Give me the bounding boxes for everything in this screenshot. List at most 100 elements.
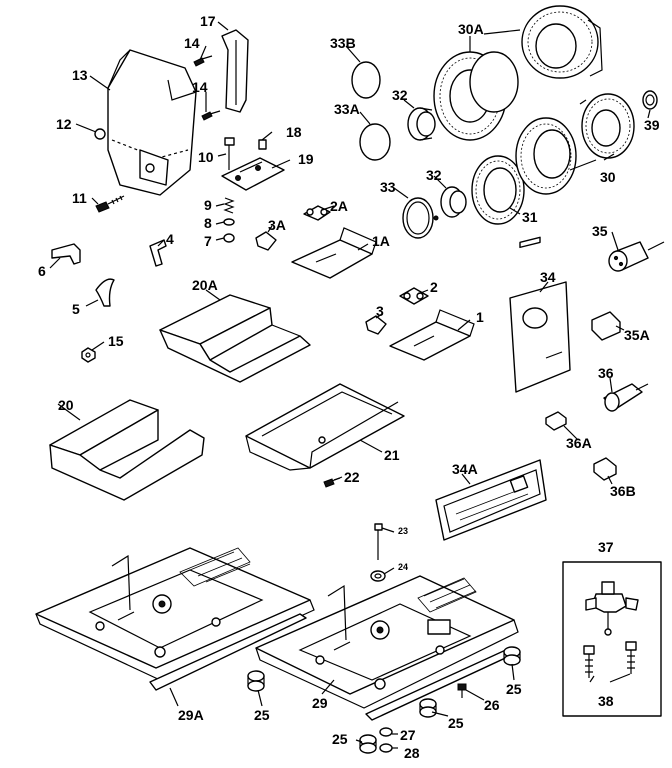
part-5-spring-clip xyxy=(95,278,115,307)
label-35A: 35A xyxy=(624,327,650,343)
part-26-screw xyxy=(457,683,467,698)
part-2-clip xyxy=(399,287,429,305)
part-35A-block xyxy=(591,311,621,341)
label-36: 36 xyxy=(598,365,614,381)
label-30A: 30A xyxy=(458,21,484,37)
part-30-knob xyxy=(515,93,635,195)
label-1: 1 xyxy=(476,309,484,325)
part-29-base xyxy=(255,575,519,721)
part-3A-clip xyxy=(255,231,277,251)
part-27-washer xyxy=(379,727,393,737)
label-27: 27 xyxy=(400,727,416,743)
part-21-tray xyxy=(245,383,405,471)
part-4-clip xyxy=(149,239,167,267)
label-28: 28 xyxy=(404,745,420,761)
label-11: 11 xyxy=(72,190,87,206)
leader-lines xyxy=(49,21,651,749)
label-29: 29 xyxy=(312,695,328,711)
label-26: 26 xyxy=(484,697,500,713)
label-7: 7 xyxy=(204,233,212,249)
label-32-top: 32 xyxy=(392,87,408,103)
part-39-ring xyxy=(642,90,658,110)
label-6: 6 xyxy=(38,263,46,279)
label-29A: 29A xyxy=(178,707,204,723)
label-33A: 33A xyxy=(334,101,360,117)
label-22: 22 xyxy=(344,469,360,485)
label-5: 5 xyxy=(72,301,80,317)
part-32-ring-2 xyxy=(440,186,467,218)
part-37-box xyxy=(562,561,662,717)
part-18-cap xyxy=(258,139,267,150)
part-35-socket xyxy=(608,241,665,272)
label-34A: 34A xyxy=(452,461,478,477)
part-25-foot-4 xyxy=(359,734,377,754)
label-8: 8 xyxy=(204,215,212,231)
label-2A: 2A xyxy=(330,198,348,214)
label-13: 13 xyxy=(72,67,88,83)
part-7-nut xyxy=(223,233,235,243)
label-15: 15 xyxy=(108,333,124,349)
part-14-screw xyxy=(193,55,213,67)
part-3-clip xyxy=(365,315,387,335)
part-36A-block xyxy=(545,411,567,431)
part-34A-panel xyxy=(435,459,547,541)
label-24: 24 xyxy=(398,562,408,572)
part-33B-disc xyxy=(351,61,381,99)
part-33A-disc xyxy=(359,123,391,161)
part-28-nut xyxy=(379,743,393,753)
label-25-bottom: 25 xyxy=(332,731,348,747)
part-20-cover xyxy=(49,399,205,501)
part-19-plate xyxy=(221,157,285,191)
label-36B: 36B xyxy=(610,483,636,499)
part-30A-knob xyxy=(433,5,603,141)
label-14-bottom: 14 xyxy=(192,79,208,95)
part-33-cap xyxy=(402,197,439,239)
label-3A: 3A xyxy=(268,217,286,233)
label-18: 18 xyxy=(286,124,302,140)
label-2: 2 xyxy=(430,279,438,295)
part-25-foot-1 xyxy=(247,670,265,692)
part-36-connector xyxy=(603,383,649,412)
part-31-ring xyxy=(471,155,525,225)
label-20: 20 xyxy=(58,397,74,413)
label-21: 21 xyxy=(384,447,400,463)
part-24-washer xyxy=(370,570,386,582)
label-1A: 1A xyxy=(372,233,390,249)
part-11-screw xyxy=(95,195,125,213)
part-23-screw xyxy=(374,523,383,560)
label-25-mid: 25 xyxy=(448,715,464,731)
callout-labels: 13 12 11 17 14 14 10 18 19 9 8 7 2A 3A 1… xyxy=(38,13,660,761)
part-14-screw-2 xyxy=(201,110,221,121)
label-36A: 36A xyxy=(566,435,592,451)
part-25-foot-3 xyxy=(419,698,437,718)
part-36B-block xyxy=(593,457,617,481)
part-13-hood xyxy=(94,49,197,196)
label-38: 38 xyxy=(598,693,614,709)
part-15-nut xyxy=(81,347,96,363)
label-3: 3 xyxy=(376,303,384,319)
label-10: 10 xyxy=(198,149,214,165)
label-37: 37 xyxy=(598,539,614,555)
label-34: 34 xyxy=(540,269,556,285)
part-34-panel xyxy=(509,236,571,393)
label-9: 9 xyxy=(204,197,212,213)
label-17: 17 xyxy=(200,13,216,29)
part-1-tray xyxy=(389,309,475,361)
part-17-bracket xyxy=(221,29,249,113)
label-39: 39 xyxy=(644,117,660,133)
label-25-right: 25 xyxy=(506,681,522,697)
part-6-bracket xyxy=(51,243,81,265)
label-12: 12 xyxy=(56,116,72,132)
label-30: 30 xyxy=(600,169,616,185)
part-32-ring xyxy=(407,107,436,141)
label-23: 23 xyxy=(398,526,408,536)
label-33: 33 xyxy=(380,179,396,195)
part-20A-cover xyxy=(159,294,311,383)
part-1A-tray xyxy=(291,227,377,279)
label-20A: 20A xyxy=(192,277,218,293)
part-9-spring xyxy=(223,197,235,214)
label-25-left: 25 xyxy=(254,707,270,723)
label-32-bottom: 32 xyxy=(426,167,442,183)
part-10-screw xyxy=(224,137,235,170)
